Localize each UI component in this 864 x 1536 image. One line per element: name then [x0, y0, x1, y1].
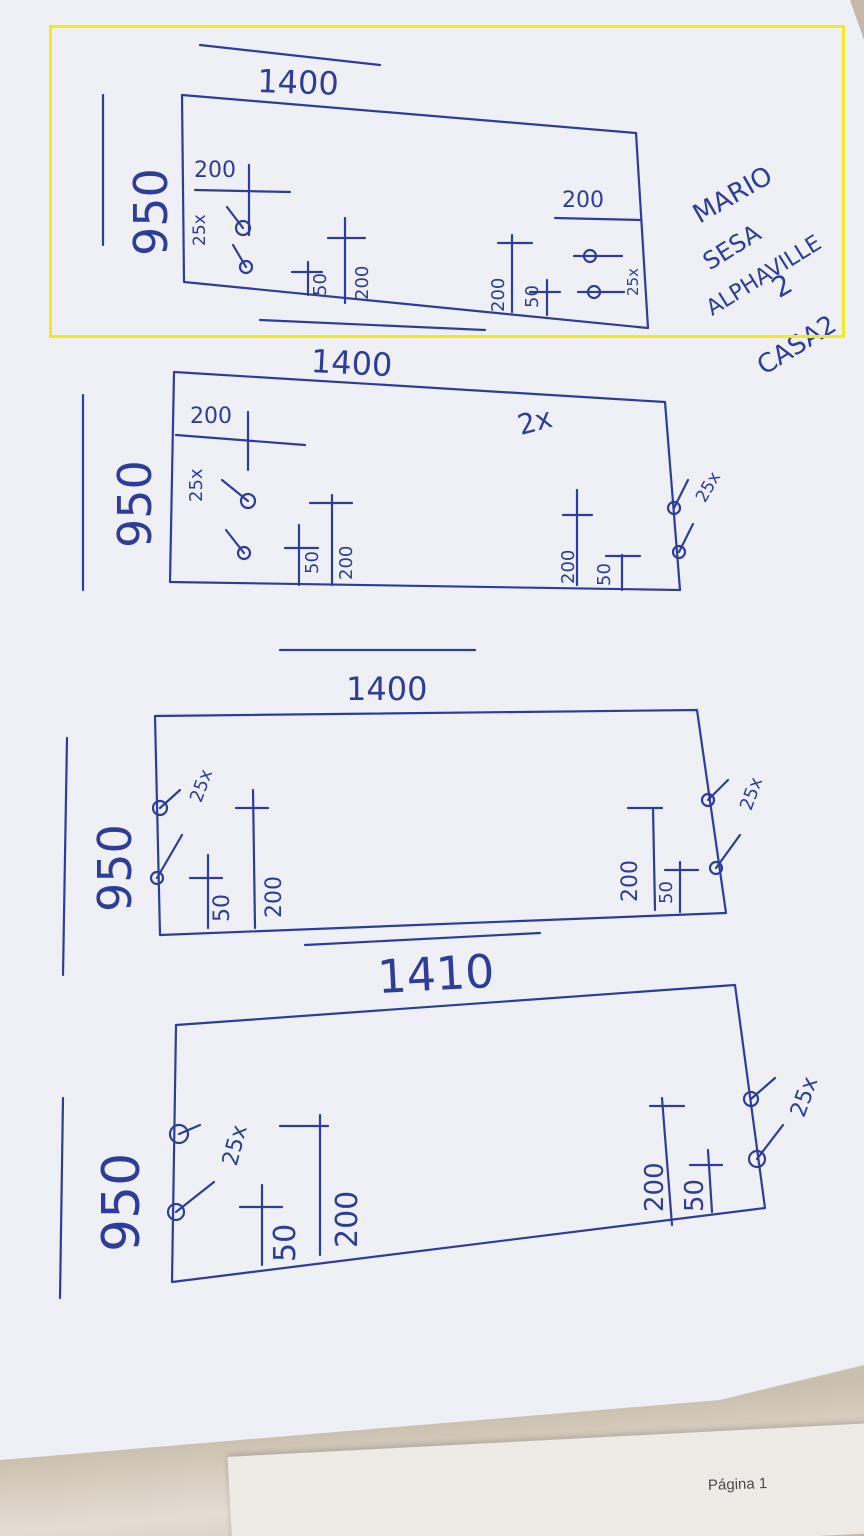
panel-2-left-note-bottom: 200	[336, 545, 357, 580]
panel-2-left-note-mid: 50	[302, 551, 323, 574]
panel-4-width-label: 1410	[376, 943, 496, 1004]
panel-1-drawing	[101, 43, 650, 332]
panel-4-right-note-mid: 50	[680, 1178, 710, 1212]
panel-4-left-note-mid: 50	[268, 1223, 303, 1262]
panel-2-right-note-side: 200	[558, 549, 579, 584]
panel-2-width-label: 1400	[310, 342, 394, 385]
panel-3-width-label: 1400	[346, 670, 428, 708]
panel-1-left-note-top: 200	[194, 158, 236, 183]
panel-2-left-note-hole: 25x	[186, 468, 207, 502]
panel-3-drawing	[61, 708, 742, 977]
panel-2-right-note-mid: 50	[594, 563, 615, 586]
panel-1-right-note-top: 200	[562, 188, 604, 213]
panel-4-left-note-bottom: 200	[330, 1190, 365, 1248]
panel-3-left-note-mid: 50	[210, 894, 235, 922]
panel-3-right-note-side: 200	[618, 860, 643, 902]
panel-2-height-label: 950	[108, 460, 162, 548]
panel-2-left-note-top: 200	[190, 404, 232, 429]
panel-3-left-note-bottom: 200	[262, 876, 287, 918]
panel-2-drawing	[81, 370, 695, 652]
panel-4-drawing	[58, 983, 785, 1300]
panel-4-right-note-side: 200	[640, 1162, 670, 1212]
highlight-box	[49, 25, 845, 338]
panel-3-right-note-mid: 50	[656, 881, 677, 904]
panel-3-height-label: 950	[88, 824, 142, 912]
panel-4-height-label: 950	[92, 1152, 152, 1252]
